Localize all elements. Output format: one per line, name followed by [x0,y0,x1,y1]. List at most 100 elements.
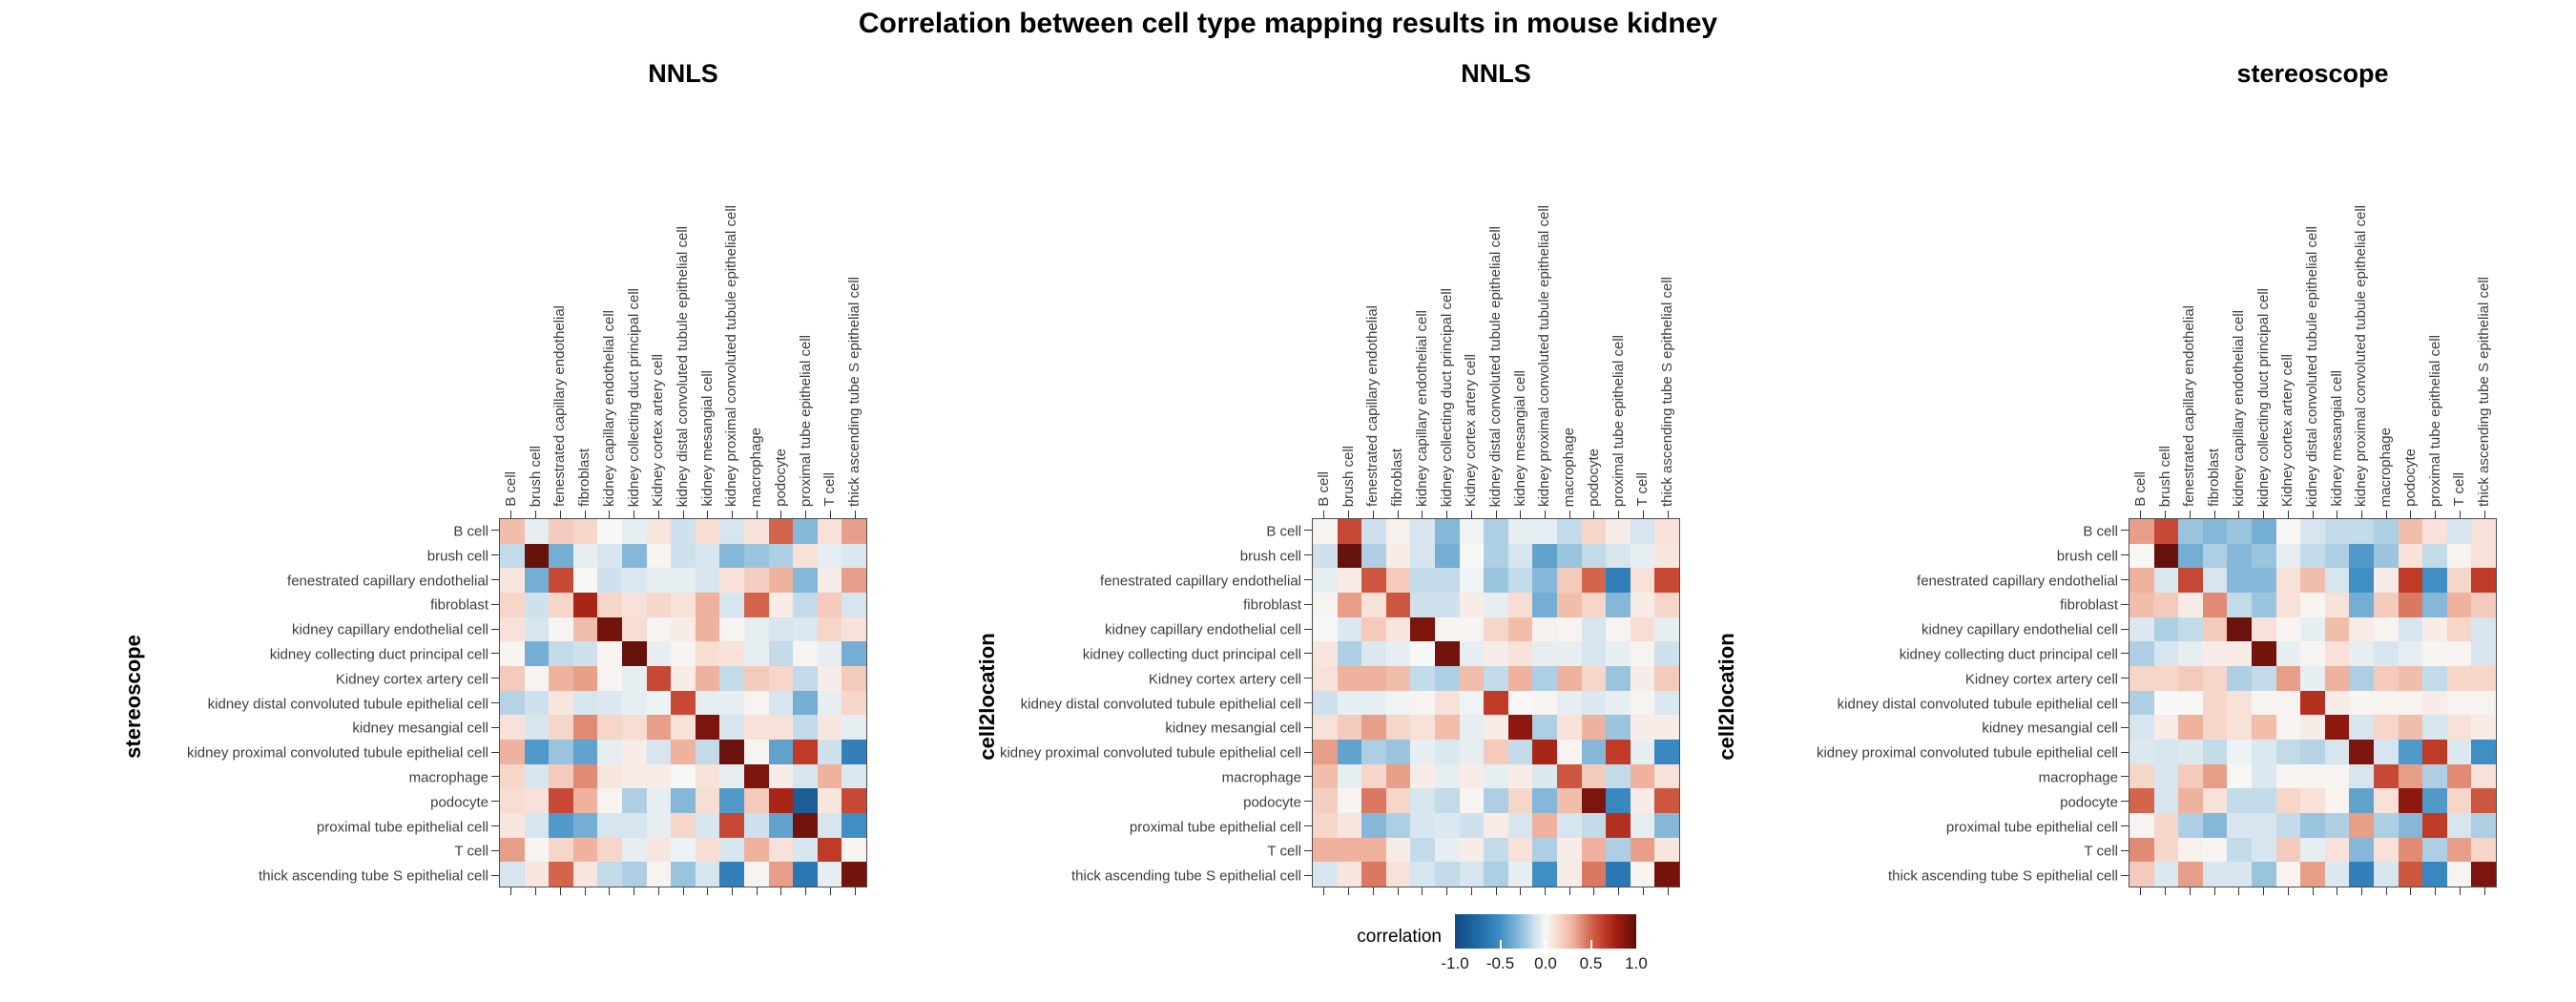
heatmap-cell [2300,543,2325,569]
row-label: macrophage [2038,769,2118,786]
x-axis-tick-bottom [535,887,537,895]
row-label: kidney distal convoluted tubule epitheli… [207,696,488,712]
heatmap-cell [622,763,647,789]
heatmap-cell [500,665,525,691]
x-axis-tick [2238,511,2240,518]
row-label: macrophage [408,769,488,786]
row-label: thick ascending tube S epithelial cell [1888,867,2118,885]
heatmap-cell [1410,739,1435,764]
heatmap-cell [1385,616,1411,642]
x-axis-tick [805,511,807,518]
heatmap-cell [2422,862,2447,887]
row-label: thick ascending tube S epithelial cell [1071,867,1301,885]
heatmap-cell [1581,862,1607,887]
heatmap-cell [1606,519,1631,544]
heatmap-cell [2252,519,2276,544]
heatmap-cell [1435,543,1460,569]
heatmap-cell [2129,641,2154,666]
heatmap-cell [597,690,622,716]
column-label: kidney mesangial cell [1511,370,1528,507]
heatmap-cell [622,543,647,569]
heatmap-cell [622,739,647,764]
heatmap-cell [2227,812,2252,838]
heatmap-cell [2398,592,2423,617]
heatmap-cell [622,641,647,666]
x-axis-tick-bottom [829,887,831,895]
x-axis-tick-bottom [2238,887,2240,895]
x-axis-tick-bottom [657,887,659,895]
heatmap-cell [2202,837,2228,863]
heatmap-cell [671,543,696,569]
heatmap-cell [1410,763,1435,789]
heatmap-cell [1313,543,1338,569]
heatmap-cell [2178,812,2203,838]
x-axis-tick [510,511,512,518]
heatmap-cell [549,641,573,666]
heatmap-cell [1507,837,1533,863]
row-label: brush cell [1239,548,1301,565]
heatmap-cell [1606,568,1631,593]
heatmap-cell [500,592,525,617]
heatmap-cell [695,788,720,813]
heatmap-cell [2252,812,2276,838]
heatmap-cell [524,739,550,764]
heatmap-cell [2227,568,2252,593]
heatmap-cell [841,519,866,544]
x-axis-tick-bottom [1397,887,1399,895]
heatmap-cell [1435,519,1460,544]
legend-title: correlation [1357,927,1442,947]
heatmap-cell [817,715,842,740]
heatmap-cell [1581,763,1607,789]
column-label: macrophage [1561,427,1578,507]
x-axis-tick-bottom [780,887,782,895]
heatmap-cell [2374,862,2399,887]
heatmap-cell [1385,739,1411,764]
heatmap-cell [1484,641,1508,666]
heatmap-cell [768,837,794,863]
heatmap-cell [1507,812,1533,838]
row-label: brush cell [2056,548,2118,565]
heatmap-cell [2446,568,2472,593]
heatmap-cell [2349,519,2374,544]
heatmap-cell [500,739,525,764]
heatmap-cell [1606,763,1631,789]
x-axis-tick [657,511,659,518]
heatmap-cell [2227,763,2252,789]
x-axis-tick-bottom [2385,887,2387,895]
heatmap-cell [2275,690,2301,716]
heatmap-cell [1581,665,1607,691]
heatmap-cell [2324,690,2350,716]
heatmap-cell [2398,812,2423,838]
x-axis-tick-bottom [731,887,733,895]
heatmap-cell [2300,568,2325,593]
heatmap-cell [2202,862,2228,887]
heatmap-cell [768,763,794,789]
heatmap-cell [2202,739,2228,764]
heatmap-cell [1532,788,1557,813]
y-axis-tick [491,530,499,532]
heatmap-cell [695,543,720,569]
heatmap-cell [695,812,720,838]
heatmap-cell [2374,641,2399,666]
heatmap-cell [2202,690,2228,716]
heatmap-cell [1385,568,1411,593]
heatmap-cell [719,641,744,666]
heatmap-cell [1557,616,1582,642]
heatmap-cell [2153,862,2179,887]
heatmap-cell [1630,519,1655,544]
x-axis-tick-bottom [1544,887,1546,895]
column-label: Kidney cortex artery cell [650,353,667,507]
column-label: kidney distal convoluted tubule epitheli… [2304,225,2320,507]
column-label: T cell [821,472,839,507]
heatmap-cell [2398,763,2423,789]
row-label: kidney proximal convoluted tubule epithe… [999,744,1301,762]
heatmap-cell [768,616,794,642]
heatmap-cell [1532,739,1557,764]
heatmap-cell [2446,665,2472,691]
row-label: macrophage [1221,769,1301,786]
x-axis-tick [2410,511,2412,518]
heatmap-cell [2324,715,2350,740]
y-axis-tick [491,776,499,778]
heatmap-cell [1459,568,1485,593]
heatmap-cell [1606,812,1631,838]
